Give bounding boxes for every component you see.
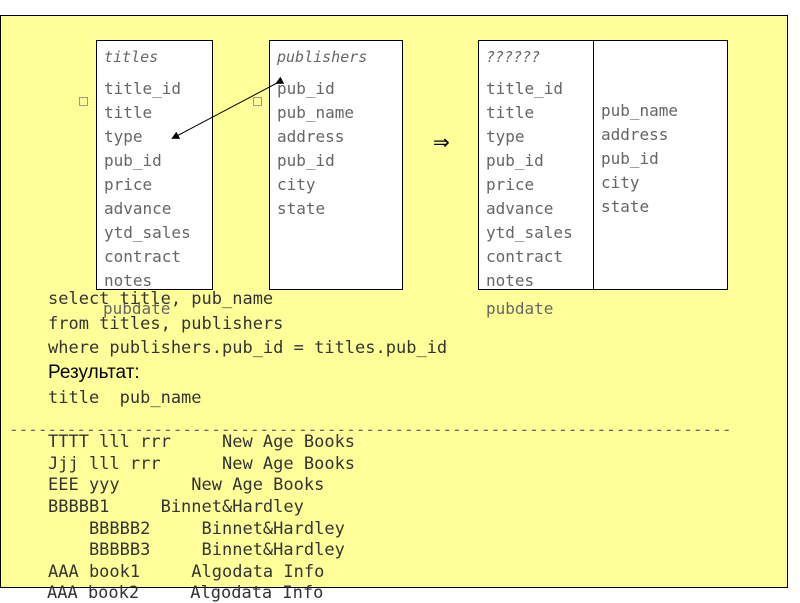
field-pubdate: pubdate: [486, 299, 554, 318]
titles-table: titles title_id title type pub_id price …: [96, 40, 213, 290]
field-title-id: title_id: [486, 79, 564, 98]
field-pub-id: pub_id: [277, 79, 335, 98]
field-city: city: [277, 175, 316, 194]
field-ytd-sales: ytd_sales: [486, 223, 573, 242]
table-name-titles: titles: [104, 48, 159, 66]
field-title: title: [486, 103, 535, 122]
field-pub-id: pub_id: [601, 149, 659, 168]
table-name-result: ??????: [486, 48, 541, 66]
result-row: EEE yyy New Age Books: [48, 475, 325, 495]
implies-symbol: ⇒: [433, 130, 450, 154]
field-pub-id: pub_id: [104, 151, 162, 170]
result-table-left: ?????? title_id title type pub_id price …: [478, 40, 595, 290]
table-name-publishers: publishers: [277, 48, 368, 66]
field-contract: contract: [104, 247, 182, 266]
field-notes: notes: [104, 271, 153, 290]
field-type: type: [104, 127, 143, 146]
field-pub-id-2: pub_id: [277, 151, 335, 170]
field-state: state: [277, 199, 326, 218]
result-row: BBBBB1 Binnet&Hardley: [48, 497, 304, 517]
field-price: price: [104, 175, 153, 194]
field-address: address: [601, 125, 669, 144]
publishers-table: publishers pub_id pub_name address pub_i…: [269, 40, 403, 290]
result-row: TTTT lll rrr New Age Books: [48, 432, 356, 452]
field-pub-name: pub_name: [601, 101, 679, 120]
slide: titles title_id title type pub_id price …: [0, 15, 788, 588]
bullet-marker: [79, 97, 88, 106]
result-row: BBBBB2 Binnet&Hardley: [48, 519, 345, 539]
result-row: BBBBB3 Binnet&Hardley: [48, 540, 345, 560]
field-state: state: [601, 197, 650, 216]
field-price: price: [486, 175, 535, 194]
field-pub-id: pub_id: [486, 151, 544, 170]
field-type: type: [486, 127, 525, 146]
field-advance: advance: [104, 199, 172, 218]
result-label: Результат:: [48, 362, 140, 383]
result-row: AAA book2 Algodata Info: [47, 583, 324, 603]
result-separator: ----------------------------------------…: [9, 420, 732, 439]
result-header: title pub_name: [48, 388, 202, 408]
field-pubdate: pubdate: [103, 299, 171, 318]
bullet-marker: [253, 97, 262, 106]
field-pub-name: pub_name: [277, 103, 355, 122]
field-title: title: [104, 103, 153, 122]
field-city: city: [601, 173, 640, 192]
field-title-id: title_id: [104, 79, 182, 98]
sql-line-from: from titles, publishers: [48, 314, 284, 334]
sql-line-where: where publishers.pub_id = titles.pub_id: [48, 338, 448, 358]
field-notes: notes: [486, 271, 535, 290]
result-row: AAA book1 Algodata Info: [48, 562, 325, 582]
result-row: Jjj lll rrr New Age Books: [48, 454, 356, 474]
field-advance: advance: [486, 199, 554, 218]
sql-line-select: select title, pub_name: [48, 289, 274, 309]
field-address: address: [277, 127, 345, 146]
result-table-right: pub_name address pub_id city state: [593, 40, 728, 290]
field-ytd-sales: ytd_sales: [104, 223, 191, 242]
field-contract: contract: [486, 247, 564, 266]
